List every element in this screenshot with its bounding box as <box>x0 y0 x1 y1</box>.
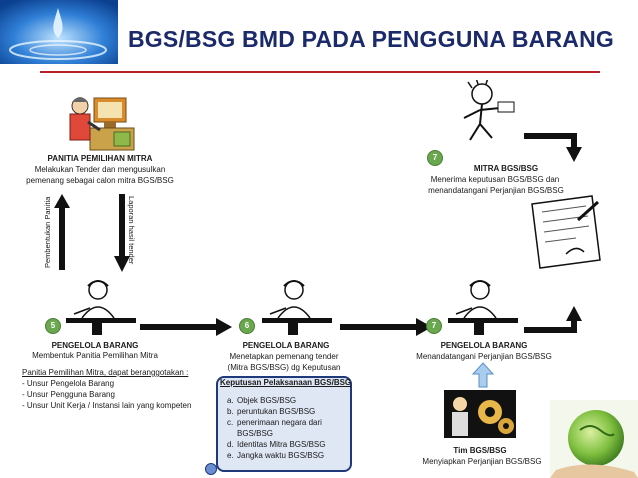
arrow-right-icon <box>216 318 232 336</box>
keputusan-item: d.Identitas Mitra BGS/BSG <box>227 440 326 449</box>
pengelola-1-heading: PENGELOLA BARANG <box>51 341 139 350</box>
tim-desc: Menyiapkan Perjanjian BGS/BSG <box>422 457 542 466</box>
step-badge-7-mitra: 7 <box>427 150 443 166</box>
arrow-down-icon <box>566 147 582 162</box>
arrow-label-right: Laporan hasil tender <box>127 196 136 265</box>
flow-arrow-right-2 <box>340 318 432 336</box>
desk-worker-icon <box>66 280 136 335</box>
pengelola-2-heading: PENGELOLA BARANG <box>242 341 330 350</box>
keputusan-item: e.Jangka waktu BGS/BSG <box>227 451 325 460</box>
keputusan-item: BGS/BSG <box>237 429 274 438</box>
arrow-down-icon <box>114 194 130 272</box>
panitia-desc-2: pemenang sebagai calon mitra BGS/BSG <box>26 176 174 185</box>
keputusan-item: a.Objek BGS/BSG <box>227 396 297 405</box>
page-title: BGS/BSG BMD PADA PENGGUNA BARANG <box>128 26 615 52</box>
keputusan-item: c.penerimaan negara dari <box>227 418 322 427</box>
pengelola-3-heading: PENGELOLA BARANG <box>440 341 528 350</box>
step-badge-5: 5 <box>45 318 61 334</box>
step-badge-6: 6 <box>239 318 255 334</box>
arrow-up-icon <box>54 194 70 270</box>
arrow-up-icon <box>566 306 582 321</box>
pengelola-3-desc: Menandatangani Perjanjian BGS/BSG <box>416 352 552 361</box>
pengelola-1-desc: Membentuk Panitia Pemilihan Mitra <box>32 351 158 360</box>
mitra-heading: MITRA BGS/BSG <box>473 164 539 173</box>
step-badge-7: 7 <box>426 318 442 334</box>
desk-worker-icon <box>262 280 332 335</box>
flow-arrow-down-bent <box>524 133 582 162</box>
komposisi-item-2: - Unsur Pengguna Barang <box>22 390 115 399</box>
arrow-up-from-tim <box>472 362 494 388</box>
komposisi-item-3: - Unsur Unit Kerja / Instansi lain yang … <box>22 401 192 410</box>
keputusan-heading: Keputusan Pelaksanaan BGS/BSG <box>220 378 352 387</box>
water-drop-logo <box>0 0 118 64</box>
gears-team-icon <box>444 390 516 438</box>
mitra-desc-2: menandatangani Perjanjian BGS/BSG <box>428 186 564 195</box>
pengelola-2-desc-2: (Mitra BGS/BSG) dg Keputusan <box>227 363 341 372</box>
arrow-label-left: Pembentukan Panitia <box>43 196 52 268</box>
title-divider <box>40 71 600 73</box>
keputusan-list: a.Objek BGS/BSG b.peruntukan BGS/BSG c.p… <box>227 395 345 461</box>
callout-corner-badge <box>205 463 217 475</box>
tim-heading: Tim BGS/BSG <box>453 446 507 455</box>
panitia-desc-1: Melakukan Tender dan mengusulkan <box>34 165 166 174</box>
keputusan-item: b.peruntukan BGS/BSG <box>227 407 316 416</box>
keputusan-callout <box>216 376 352 472</box>
desk-worker-icon <box>448 280 518 335</box>
pengelola-2-desc-1: Menetapkan pemenang tender <box>229 352 339 361</box>
globe-hand-image <box>550 400 638 478</box>
document-signing-icon <box>531 195 601 269</box>
mitra-figure-icon <box>463 80 515 141</box>
arrow-right-icon <box>416 318 432 336</box>
flow-arrow-up-bent <box>524 306 582 333</box>
arrow-up-icon <box>472 362 494 388</box>
komposisi-item-1: - Unsur Pengelola Barang <box>22 379 115 388</box>
flow-arrow-right-1 <box>140 318 232 336</box>
komposisi-heading: Panitia Pemilihan Mitra, dapat beranggot… <box>22 368 189 377</box>
panitia-heading: PANITIA PEMILIHAN MITRA <box>47 154 153 163</box>
vertical-arrows <box>54 194 130 272</box>
computer-worker-icon <box>69 97 135 151</box>
mitra-desc-1: Menerima keputusan BGS/BSG dan <box>430 175 560 184</box>
